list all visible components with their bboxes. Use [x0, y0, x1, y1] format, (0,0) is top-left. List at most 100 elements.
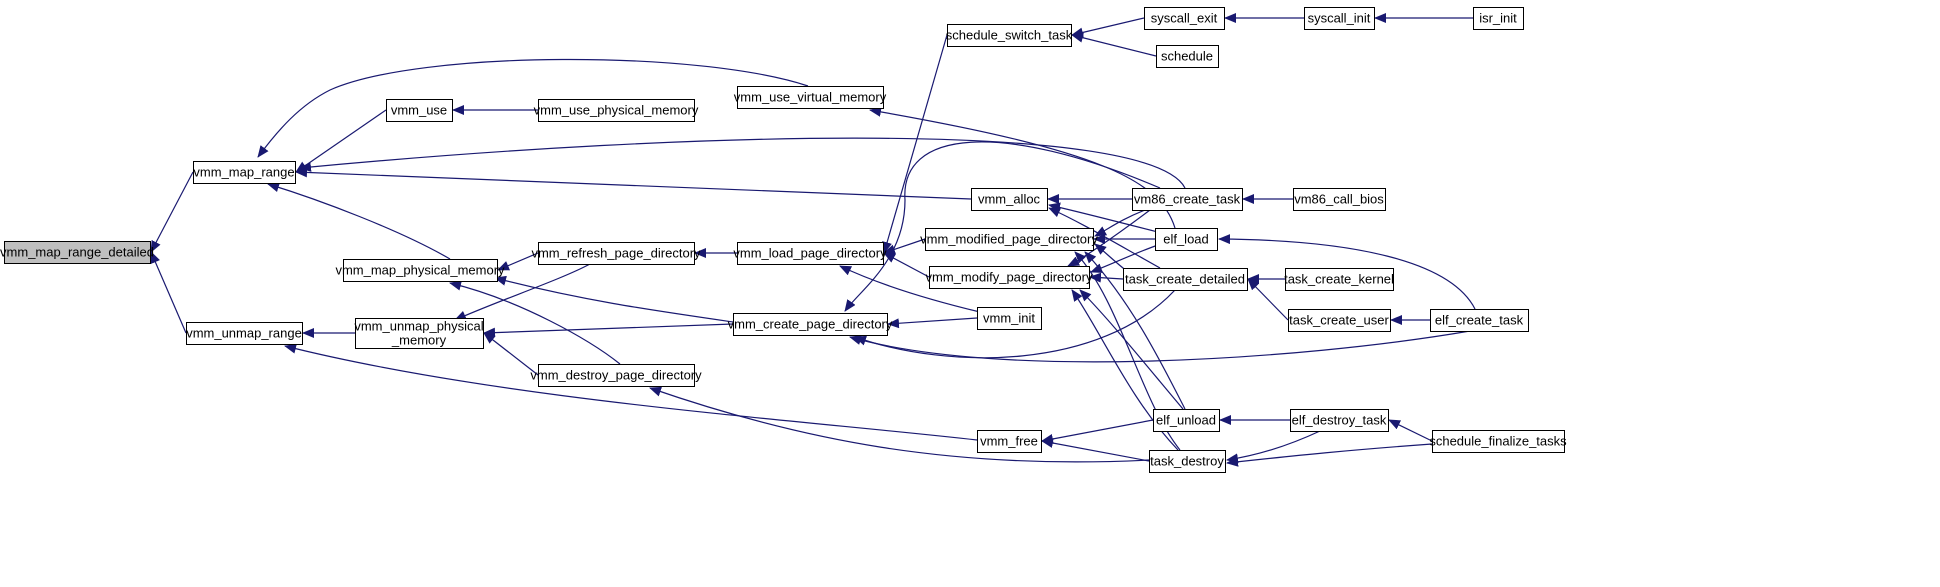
node-label: syscall_init	[1308, 11, 1371, 26]
node-box	[947, 24, 1072, 47]
edge-vmm_modified_page_directory-to-vmm_load_page_directory	[883, 238, 926, 255]
node-syscall-init[interactable]: syscall_init	[1304, 7, 1375, 30]
node-box	[538, 364, 695, 387]
edge-vm86_create_task-to-vmm_create_page_directory	[844, 141, 1161, 312]
node-box	[538, 242, 695, 265]
edge-vmm_destroy_page_directory-to-vmm_unmap_physical_memory	[483, 332, 539, 376]
node-box	[193, 161, 296, 184]
node-vmm-modify-page-directory[interactable]: vmm_modify_page_directory	[926, 266, 1093, 289]
node-vmm-refresh-page-directory[interactable]: vmm_refresh_page_directory	[531, 242, 701, 265]
node-label: vmm_free	[980, 434, 1038, 449]
edge-vmm_create_page_directory-to-vmm_unmap_physical_memory	[483, 323, 734, 338]
node-box	[977, 307, 1042, 330]
node-box	[1285, 268, 1394, 291]
node-label: schedule_finalize_tasks	[1429, 434, 1567, 449]
node-vm86-call-bios[interactable]: vm86_call_bios	[1293, 188, 1386, 211]
node-label: elf_create_task	[1435, 313, 1524, 328]
node-vmm-map-range-detailed[interactable]: vmm_map_range_detailed	[0, 241, 154, 264]
edge-task_destroy-to-vmm_destroy_page_directory	[649, 386, 1151, 463]
node-elf-destroy-task[interactable]: elf_destroy_task	[1290, 409, 1389, 432]
node-box	[1290, 409, 1389, 432]
node-vm86-create-task[interactable]: vm86_create_task	[1132, 188, 1243, 211]
edge-elf_unload-to-vmm_free	[1041, 419, 1154, 444]
node-label: vmm_map_range	[193, 165, 294, 180]
node-label: vmm_init	[983, 311, 1035, 326]
node-label: isr_init	[1479, 11, 1517, 26]
edge-task_create_detailed-to-vmm_modified_page_directory	[1094, 243, 1129, 273]
node-label: task_create_detailed	[1125, 272, 1245, 287]
node-schedule-switch-task[interactable]: schedule_switch_task	[946, 24, 1073, 47]
node-label: _memory	[391, 333, 447, 348]
node-vmm-use-physical-memory[interactable]: vmm_use_physical_memory	[534, 99, 699, 122]
node-vmm-unmap-physical-memory[interactable]: vmm_unmap_physical_memory	[354, 318, 484, 349]
node-label: vmm_use_physical_memory	[534, 103, 699, 118]
node-box	[1123, 268, 1248, 291]
graph-nodes: vmm_map_range_detailed vmm_map_range vmm_u…	[0, 7, 1567, 473]
node-box	[733, 313, 888, 336]
node-box	[1132, 188, 1243, 211]
node-vmm-modified-page-directory[interactable]: vmm_modified_page_directory	[920, 228, 1098, 251]
node-label: vmm_use_virtual_memory	[734, 90, 887, 105]
edge-vmm_init-to-vmm_load_page_directory	[839, 265, 981, 313]
node-task-create-kernel[interactable]: task_create_kernel	[1284, 268, 1394, 291]
edge-schedule_switch_task-to-vmm_load_page_directory	[882, 34, 948, 254]
node-box	[977, 430, 1042, 453]
node-label: elf_load	[1163, 232, 1209, 247]
node-label: vmm_create_page_directory	[728, 317, 893, 332]
edge-task_create_detailed-to-vmm_modify_page_directory	[1089, 272, 1124, 283]
node-box	[1156, 45, 1219, 68]
node-vmm-map-range[interactable]: vmm_map_range	[193, 161, 296, 184]
node-vmm-map-physical-memory[interactable]: vmm_map_physical_memory	[335, 259, 505, 282]
node-box	[1149, 450, 1226, 473]
node-box	[925, 228, 1094, 251]
node-label: vmm_load_page_directory	[733, 246, 887, 261]
edge-vmm_use-to-vmm_map_range	[295, 109, 387, 173]
edge-elf_create_task-to-elf_load	[1218, 234, 1476, 310]
node-vmm-create-page-directory[interactable]: vmm_create_page_directory	[728, 313, 893, 336]
node-elf-create-task[interactable]: elf_create_task	[1430, 309, 1529, 332]
node-task-create-detailed[interactable]: task_create_detailed	[1123, 268, 1248, 291]
edge-vmm_destroy_page_directory-to-vmm_map_physical_memory	[449, 280, 621, 365]
node-label: vmm_map_physical_memory	[335, 263, 505, 278]
node-task-create-user[interactable]: task_create_user	[1288, 309, 1391, 332]
node-vmm-load-page-directory[interactable]: vmm_load_page_directory	[733, 242, 887, 265]
node-label: vm86_create_task	[1134, 192, 1241, 207]
node-box	[1155, 228, 1218, 251]
node-box	[1293, 188, 1386, 211]
node-vmm-free[interactable]: vmm_free	[977, 430, 1042, 453]
node-schedule[interactable]: schedule	[1156, 45, 1219, 68]
edge-vmm_free-to-vmm_unmap_range	[284, 343, 978, 441]
node-box	[4, 241, 151, 264]
node-label: vmm_modified_page_directory	[920, 232, 1098, 247]
node-box	[1430, 309, 1529, 332]
node-task-destroy[interactable]: task_destroy	[1149, 450, 1226, 473]
node-label: task_destroy	[1150, 454, 1224, 469]
node-label: task_create_kernel	[1284, 272, 1394, 287]
edge-elf_unload-to-vmm_modify_page_directory	[1079, 289, 1184, 410]
node-vmm-use[interactable]: vmm_use	[386, 99, 453, 122]
node-elf-unload[interactable]: elf_unload	[1153, 409, 1220, 432]
node-isr-init[interactable]: isr_init	[1473, 7, 1524, 30]
edge-vm86_create_task-to-vmm_map_range	[299, 137, 1186, 189]
node-vmm-destroy-page-directory[interactable]: vmm_destroy_page_directory	[530, 364, 702, 387]
node-box	[1144, 7, 1225, 30]
edge-vmm_map_physical_memory-to-vmm_map_range	[267, 182, 451, 260]
node-label: vmm_unmap_range	[186, 326, 302, 341]
node-box	[1432, 430, 1565, 453]
node-vmm-init[interactable]: vmm_init	[977, 307, 1042, 330]
node-vmm-unmap-range[interactable]: vmm_unmap_range	[186, 322, 303, 345]
edge-schedule-to-schedule_switch_task	[1071, 32, 1157, 57]
node-label: vmm_use	[391, 103, 447, 118]
node-box	[1288, 309, 1391, 332]
node-vmm-alloc[interactable]: vmm_alloc	[971, 188, 1048, 211]
node-vmm-use-virtual-memory[interactable]: vmm_use_virtual_memory	[734, 86, 887, 109]
node-box	[737, 242, 884, 265]
edge-vm86_create_task-to-vmm_modify_page_directory	[1067, 209, 1151, 267]
node-elf-load[interactable]: elf_load	[1155, 228, 1218, 251]
node-label: task_create_user	[1289, 313, 1389, 328]
edge-elf_create_task-to-vmm_create_page_directory	[849, 330, 1471, 363]
node-box	[1153, 409, 1220, 432]
node-syscall-exit[interactable]: syscall_exit	[1144, 7, 1225, 30]
node-label: vm86_call_bios	[1294, 192, 1384, 207]
node-schedule-finalize-tasks[interactable]: schedule_finalize_tasks	[1429, 430, 1567, 453]
